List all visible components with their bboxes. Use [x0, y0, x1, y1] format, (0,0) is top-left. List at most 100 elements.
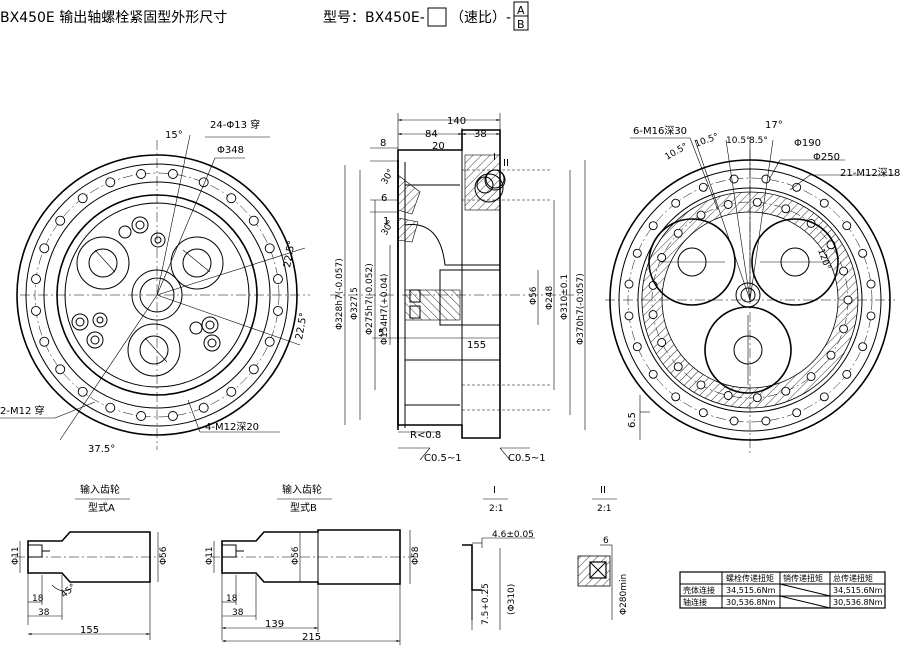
detail-ii-dim-6: 6 [603, 536, 609, 546]
bolt-hole [226, 386, 237, 397]
bolt-hole [696, 210, 706, 220]
detail-ii-title: II [600, 485, 606, 496]
table-cell: 轴连接 [683, 597, 707, 607]
detail-i-dim-4-6: 4.6±0.05 [492, 530, 534, 540]
right-rear-view: 6-M16深30 17° 10.5° 10.5° 10.5° 8.5° Φ190… [605, 120, 900, 455]
gear-b-dia-58: Φ58 [411, 546, 421, 565]
gear-b-dim-215: 215 [302, 632, 321, 643]
bolt-hole [105, 402, 116, 413]
detail-i-scale: 2:1 [489, 504, 503, 514]
angle-22-5b-label: 22.5° [294, 312, 310, 341]
dia-327-5: Φ327.5 [350, 287, 360, 320]
pcd-label: Φ348 [217, 145, 244, 156]
gear-a-dim-38: 38 [38, 608, 50, 618]
bolt-hole-ring [31, 169, 283, 421]
bolt-hole [248, 215, 259, 226]
ratio-label: （速比）- [450, 10, 511, 26]
bolt-hole [55, 364, 66, 375]
bolt-hole [198, 402, 209, 413]
gear-b-dim-139: 139 [265, 619, 284, 630]
table-cell: 34,515.6Nm [833, 586, 883, 595]
angle-30a: 30° [380, 168, 397, 187]
bolt-hole [226, 193, 237, 204]
bolt-hole [248, 364, 259, 375]
dim-1: 1 [383, 216, 389, 227]
bolt-hole [648, 221, 658, 231]
tap-21-label: 21-M12深18 [840, 167, 900, 179]
dim-6-5-label: 6.5 [627, 412, 638, 428]
bolt-hole [839, 266, 849, 276]
bolt-hole [624, 279, 634, 289]
detail-i-title: I [493, 485, 496, 496]
bolt-hole [858, 248, 868, 258]
dia-56: Φ56 [529, 286, 539, 305]
bolt-hole [77, 386, 88, 397]
model-ratio-box [427, 7, 447, 27]
variant-b-box [513, 15, 529, 31]
detail-i-dim-7-5: 7.5+0.25 [481, 583, 491, 625]
gear-b-dim-38: 38 [232, 608, 244, 618]
chamfer-a-label: C0.5~1 [424, 453, 462, 464]
gear-a-dim-18: 18 [32, 594, 44, 604]
bolt-hole [648, 369, 658, 379]
inner-hole-ring [648, 197, 853, 403]
table-cell: 30,536.8Nm [833, 598, 883, 607]
angle-22-5a-label: 22.5° [282, 240, 298, 269]
bolt-hole [698, 182, 708, 192]
detail-i-marker: I [493, 152, 496, 163]
dia-328: Φ328h7(-0.057) [335, 258, 345, 330]
bolt-hole [273, 274, 283, 285]
dia-275: Φ275h7(-0.052) [365, 263, 375, 335]
table-header: 总传递扭矩 [833, 573, 873, 583]
bolt-hole [723, 200, 733, 209]
bolt-hole [673, 228, 683, 238]
bolt-hole [792, 182, 802, 192]
angle-10-5a: 10.5° [664, 142, 690, 163]
gear-a-title: 输入齿轮 [80, 483, 120, 496]
chamfer-b-label: C0.5~1 [508, 453, 546, 464]
bolt-hole [781, 386, 791, 396]
bolt-hole [819, 198, 829, 208]
hatched-ring [641, 191, 859, 409]
bolt-hole [752, 197, 762, 207]
dia-248: Φ248 [545, 285, 555, 310]
bolt-hole [657, 253, 667, 262]
bolt-hole [167, 411, 178, 421]
bolt-hole [673, 362, 683, 372]
bolt-hole [264, 336, 275, 347]
bolt-hole [819, 392, 829, 402]
gear-b-dia-11: Φ11 [205, 546, 215, 565]
gear-b-dim-18: 18 [226, 594, 238, 604]
bolt-hole [761, 174, 771, 184]
detail-ii-scale: 2:1 [597, 504, 611, 514]
bolt-hole [136, 411, 147, 421]
bolt-hole [39, 336, 50, 347]
bolt-hole [839, 324, 849, 334]
bolt-hole [761, 416, 771, 426]
variant-b-label: B [517, 18, 525, 31]
dim-140: 140 [447, 116, 466, 127]
drawing-title: BX450E 输出轴螺栓紧固型外形尺寸 [0, 10, 227, 26]
outer-flange-circle [16, 154, 298, 436]
dim-8: 8 [380, 138, 386, 149]
section-view: 140 84 38 8 20 I II 30° 30° 6 1 Φ328h7(-… [330, 113, 586, 464]
table-cell: 30,536.8Nm [726, 598, 776, 607]
bolt-hole [842, 369, 852, 379]
bolt-hole [723, 391, 733, 400]
detail-ii-dia-280: Φ280min [619, 574, 629, 615]
angle-10-5b: 10.5° [694, 132, 720, 150]
dim-20: 20 [432, 141, 445, 152]
bolt-hole [696, 380, 706, 390]
bolt-hole [39, 243, 50, 254]
gear-a-dia-56: Φ56 [159, 546, 169, 565]
bolt-hole [31, 274, 41, 285]
gear-a-dim-155: 155 [80, 625, 99, 636]
bolt-hole [806, 372, 816, 382]
bolt-hole [698, 408, 708, 418]
bolt-hole [77, 193, 88, 204]
dim-38: 38 [474, 129, 487, 140]
bolt-hole [671, 392, 681, 402]
table-header: 销传递扭矩 [783, 573, 823, 583]
left-front-view: 15° 24-Φ13 穿 Φ348 22.5° 22.5° 2-M12 穿 37… [0, 118, 310, 455]
